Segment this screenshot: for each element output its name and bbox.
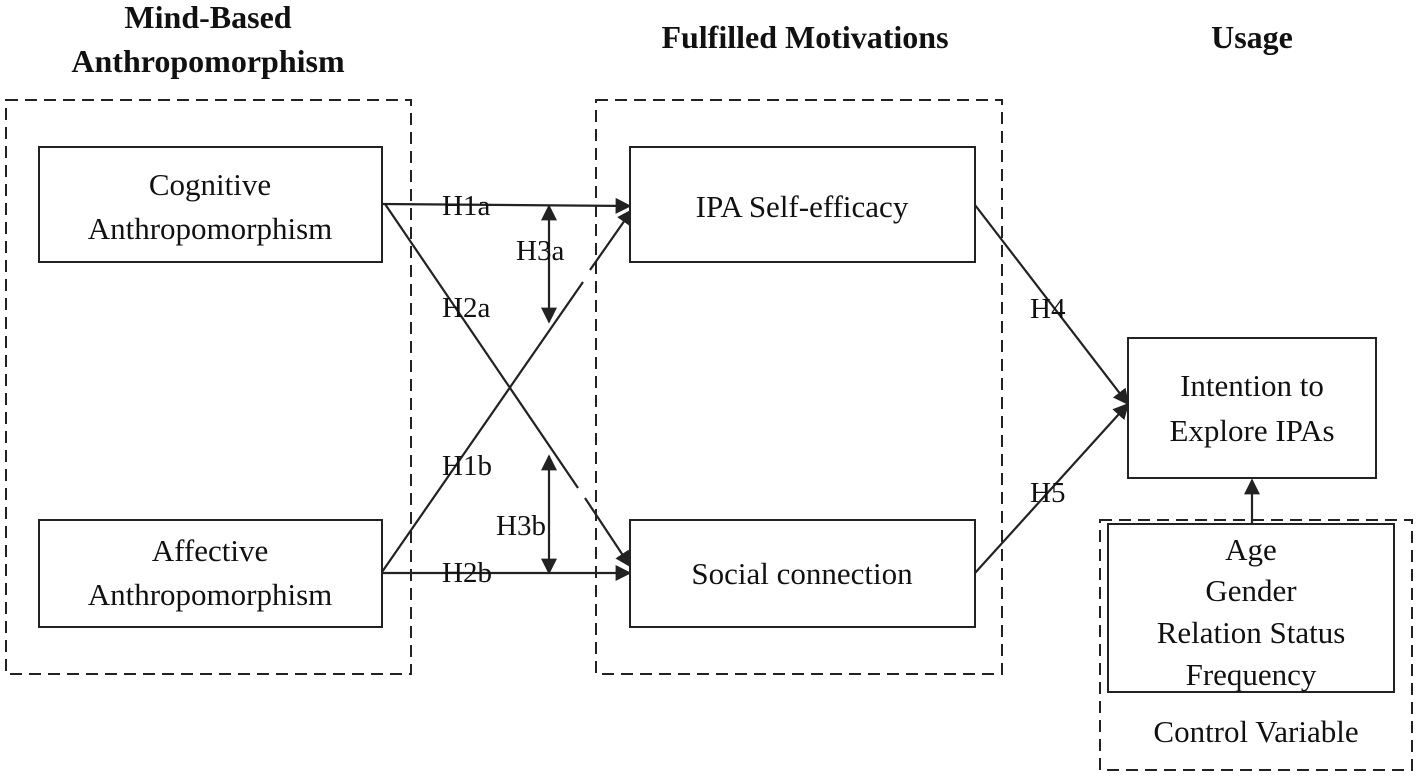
box-control-variables: Age Gender Relation Status Frequency	[1107, 523, 1395, 693]
path-h4	[974, 204, 1129, 406]
affective-label-line2: Anthropomorphism	[88, 577, 333, 612]
label-h2b: H2b	[442, 557, 492, 589]
ipa-self-efficacy-label: IPA Self-efficacy	[696, 189, 909, 224]
intention-label-line1: Intention to	[1180, 368, 1324, 403]
box-cognitive-anthropomorphism: Cognitive Anthropomorphism	[38, 146, 383, 263]
box-social-connection: Social connection	[629, 519, 976, 628]
path-h1a	[381, 197, 632, 214]
control-frequency: Frequency	[1186, 657, 1317, 692]
control-age: Age	[1225, 532, 1277, 567]
label-h3a: H3a	[516, 235, 564, 267]
group-frame-fulfilled-motivations	[595, 99, 1003, 675]
cognitive-label-line1: Cognitive	[149, 167, 271, 202]
label-h4: H4	[1030, 293, 1066, 325]
label-h1b: H1b	[442, 450, 492, 482]
box-affective-anthropomorphism: Affective Anthropomorphism	[38, 519, 383, 628]
path-h1b-segment-2	[589, 208, 633, 271]
header-usage: Usage	[1211, 19, 1293, 55]
path-h5	[974, 402, 1130, 574]
path-h1b-segment-1	[381, 281, 584, 573]
header-mind-based-line2: Anthropomorphism	[71, 43, 345, 79]
control-gender: Gender	[1205, 573, 1297, 608]
label-h3b: H3b	[496, 510, 546, 542]
header-fulfilled-motivations: Fulfilled Motivations	[661, 19, 948, 55]
label-h2a: H2a	[442, 292, 490, 324]
path-h2a-segment-2	[584, 497, 631, 568]
intention-label-line2: Explore IPAs	[1169, 413, 1334, 448]
label-h1a: H1a	[442, 190, 490, 222]
box-ipa-self-efficacy: IPA Self-efficacy	[629, 146, 976, 263]
control-variable-caption: Control Variable	[1153, 714, 1358, 749]
control-relation-status: Relation Status	[1157, 615, 1346, 650]
group-frame-control-variable	[1099, 519, 1413, 771]
social-connection-label: Social connection	[691, 556, 913, 591]
header-mind-based-line1: Mind-Based	[124, 0, 291, 35]
path-h2a-segment-1	[384, 203, 579, 489]
group-frame-mind-based	[5, 99, 412, 675]
affective-label-line1: Affective	[152, 533, 268, 568]
cognitive-label-line2: Anthropomorphism	[88, 211, 333, 246]
box-intention-to-explore: Intention to Explore IPAs	[1127, 337, 1377, 479]
label-h5: H5	[1030, 477, 1065, 509]
